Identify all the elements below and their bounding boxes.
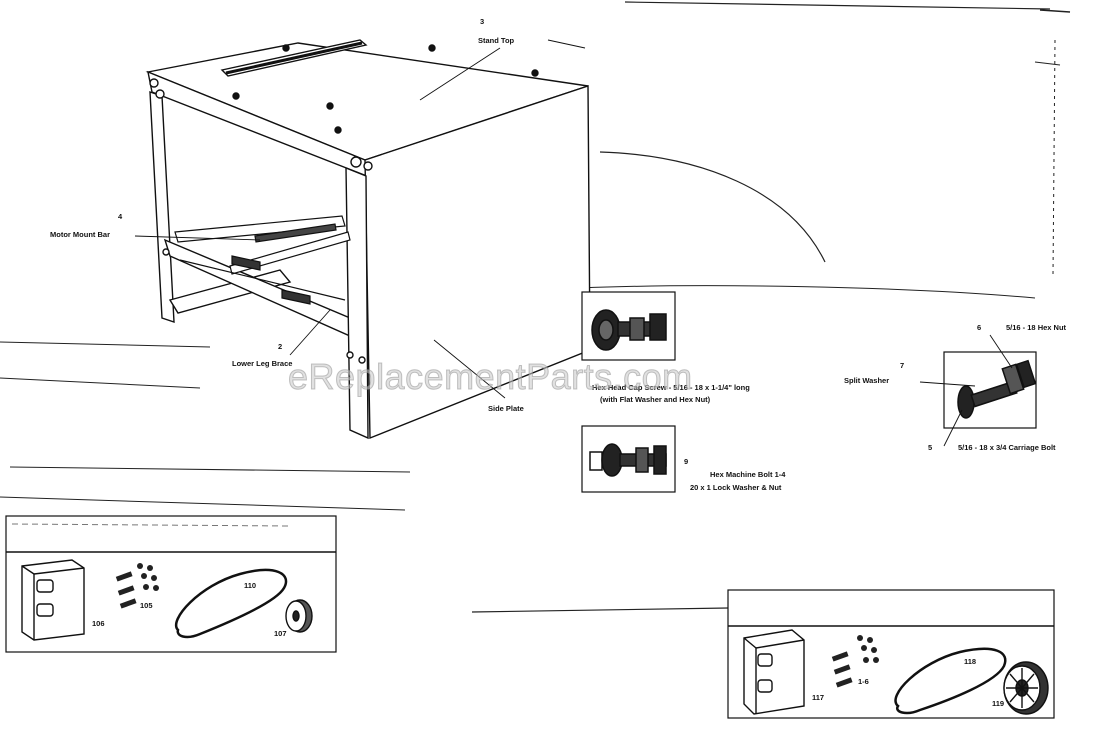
hex-head-cap-screw-label-1: Hex Head Cap Screw - 5/16 - 18 x 1-1/4" …: [592, 383, 750, 392]
stand-top-label: Stand Top: [478, 36, 515, 45]
back-left-leg: [149, 91, 175, 323]
hex-machine-bolt-inset: [581, 425, 676, 493]
stand-cabinet: [145, 39, 591, 440]
scan-artifacts: [0, 1, 1071, 613]
lower-front-brace: [163, 238, 351, 338]
switch-box-left: [21, 559, 85, 641]
belt-right: [894, 647, 1007, 715]
bolts-right: [831, 635, 879, 688]
kit-right-pulley-number: 119: [992, 699, 1004, 708]
kit-left-bolts-number: 105: [140, 601, 153, 610]
bolts-left: [115, 563, 159, 609]
split-washer-label: Split Washer: [844, 376, 889, 385]
motor-mount-bar-label: Motor Mount Bar: [50, 230, 110, 239]
hex-nut-label: 5/16 - 18 Hex Nut: [1006, 323, 1067, 332]
hex-nut-number: 6: [977, 323, 981, 332]
motor-mount-bar: [174, 215, 351, 305]
motor-mount-bar-number: 4: [118, 212, 123, 221]
parts-kit-right: 117 1-6 118 119: [727, 589, 1055, 719]
kit-right-bolts-number: 1-6: [858, 677, 869, 686]
leader-lines: [134, 39, 586, 399]
front-right-leg: [345, 166, 369, 440]
hex-machine-bolt-label-1: Hex Machine Bolt 1-4: [710, 470, 786, 479]
kit-right-box-number: 117: [812, 693, 824, 702]
lower-leg-brace-label: Lower Leg Brace: [232, 359, 292, 368]
pulley-left: [285, 599, 313, 633]
split-washer-number: 7: [900, 361, 904, 370]
carriage-bolt-label: 5/16 - 18 x 3/4 Carriage Bolt: [958, 443, 1056, 452]
carriage-bolt-inset: [919, 334, 1037, 447]
kit-right-belt-number: 118: [964, 657, 976, 666]
kit-left-belt-number: 110: [244, 581, 256, 590]
hex-machine-bolt-number: 9: [684, 457, 688, 466]
lower-leg-brace-number: 2: [278, 342, 282, 351]
kit-left-pulley-number: 107: [274, 629, 287, 638]
pulley-right: [1003, 661, 1049, 715]
side-plate-label: Side Plate: [488, 404, 524, 413]
carriage-bolt-number: 5: [928, 443, 932, 452]
switch-box-right: [743, 629, 805, 715]
hex-head-cap-screw-label-2: (with Flat Washer and Hex Nut): [600, 395, 711, 404]
parts-kit-left: 106 105 110 107: [5, 515, 337, 653]
stand-top-number: 3: [480, 17, 484, 26]
hex-machine-bolt-label-2: 20 x 1 Lock Washer & Nut: [690, 483, 782, 492]
kit-left-box-number: 106: [92, 619, 105, 628]
hex-head-cap-screw-inset: [581, 291, 676, 361]
belt-left: [175, 568, 288, 639]
